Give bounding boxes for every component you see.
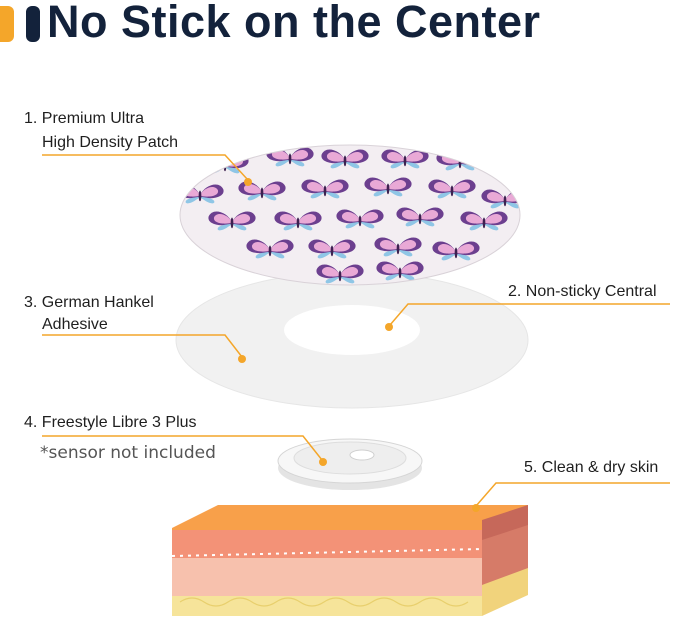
label-adhesive: Adhesive [42, 316, 108, 333]
sensor-icon [277, 438, 423, 490]
page-title: No Stick on the Center [47, 0, 541, 47]
title-accent-bar [0, 6, 14, 42]
note-sensor-not-included: *sensor not included [40, 443, 216, 463]
label-non-sticky-central: 2. Non-sticky Central [508, 283, 657, 300]
patch-top-layer [179, 144, 521, 286]
label-clean-dry-skin: 5. Clean & dry skin [524, 459, 659, 476]
title-bar-icon [26, 6, 40, 42]
non-sticky-center [284, 305, 420, 355]
skin-layers [171, 505, 528, 616]
label-high-density-patch: High Density Patch [42, 134, 179, 151]
label-freestyle-libre: 4. Freestyle Libre 3 Plus [24, 414, 197, 431]
label-premium-patch: 1. Premium Ultra [24, 110, 145, 127]
label-german-hankel: 3. German Hankel [24, 294, 154, 311]
